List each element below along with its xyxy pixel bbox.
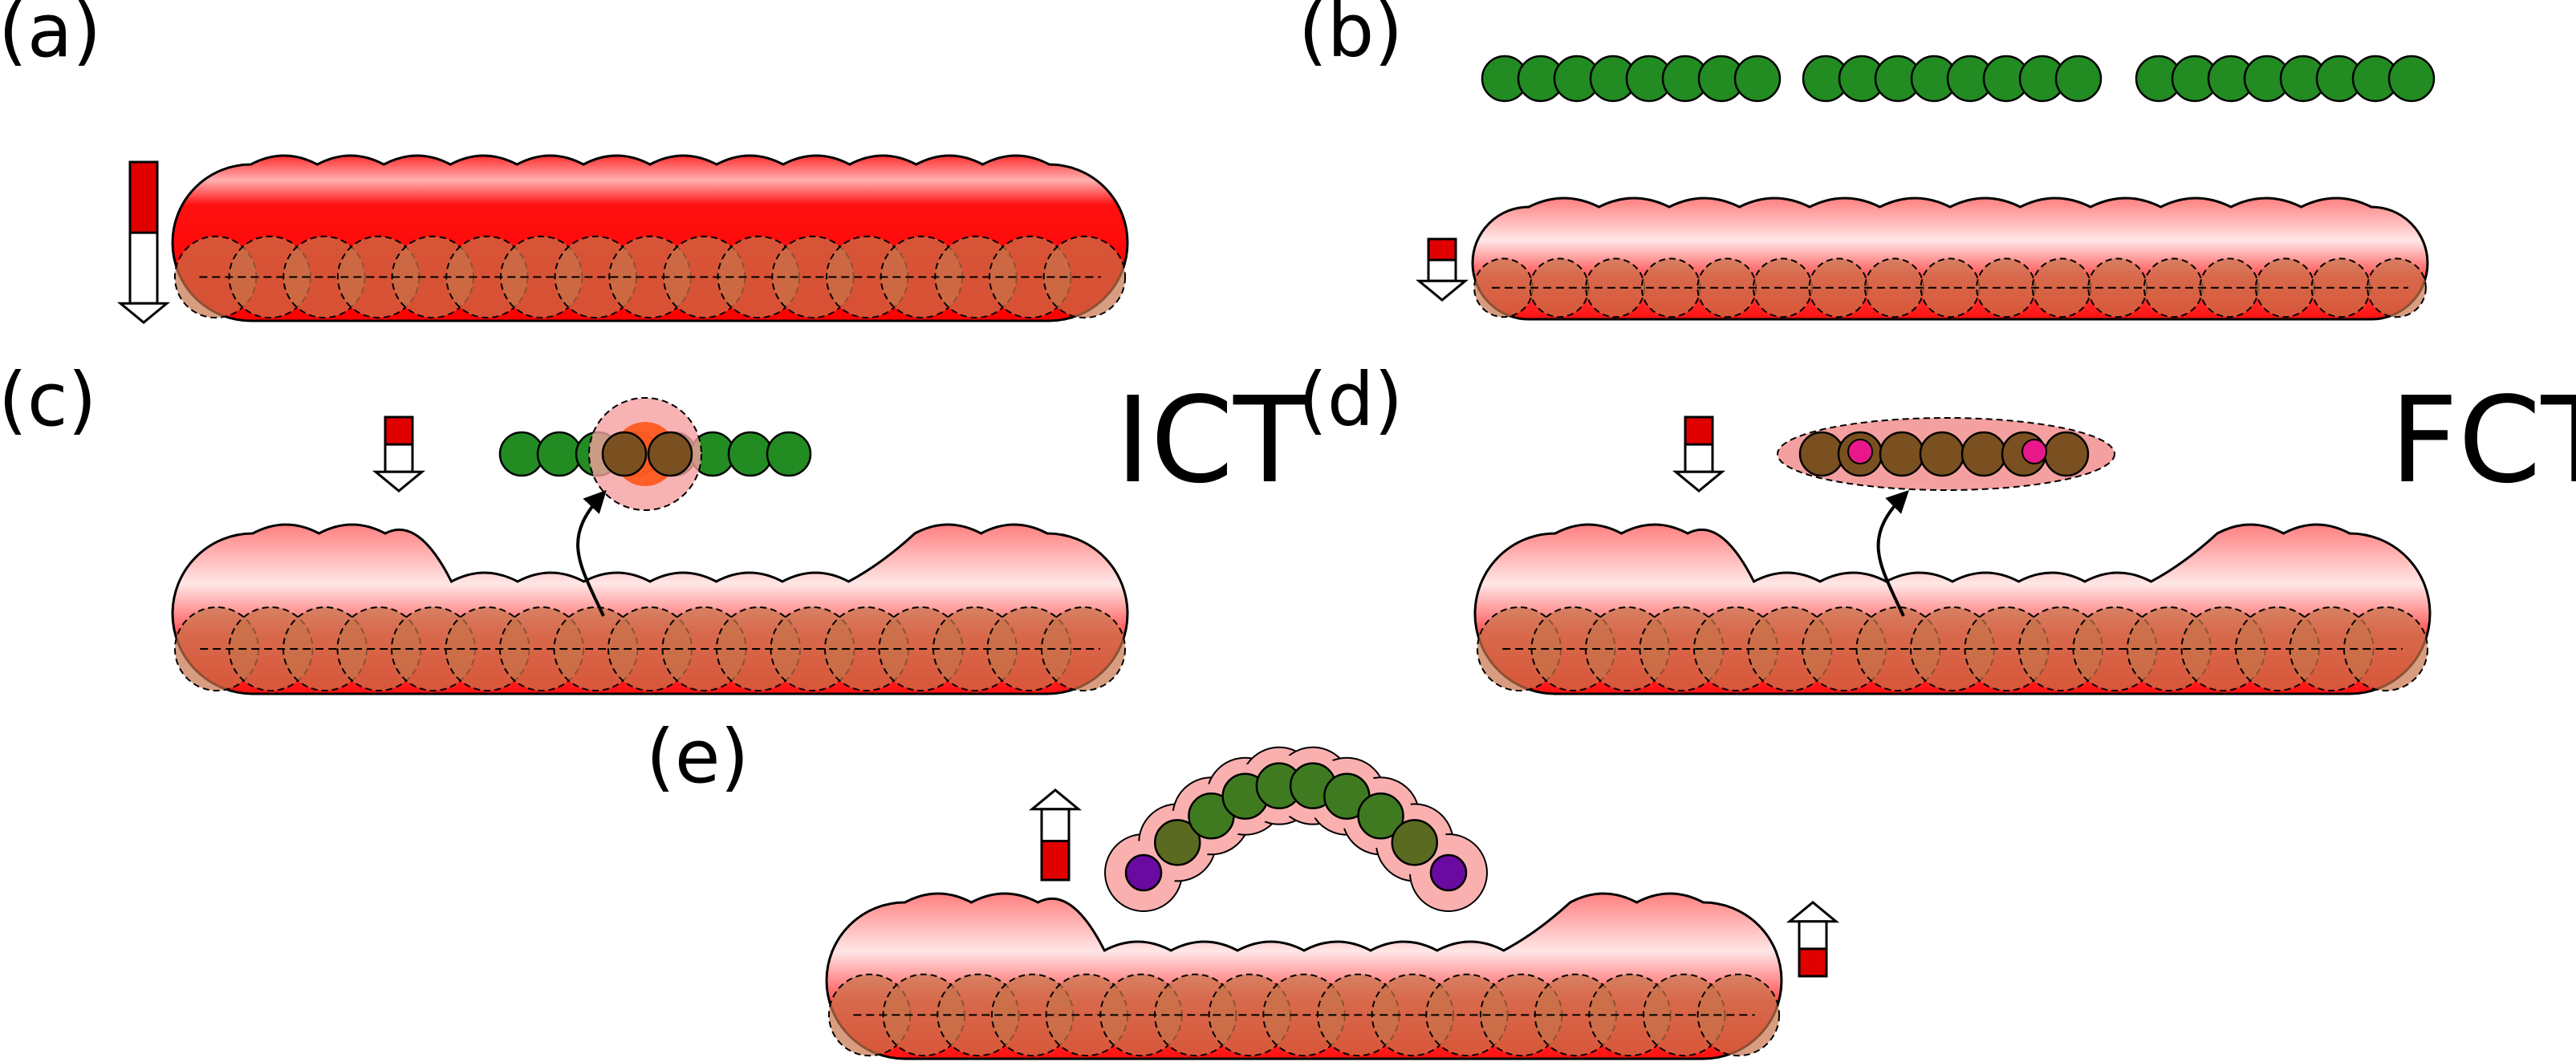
- flow-arrow-e-left-fill: [1040, 839, 1071, 882]
- olive-bead: [1879, 431, 1925, 477]
- panel-label-e: (e): [646, 714, 749, 800]
- charge-site: [1847, 439, 1873, 464]
- panel-c: [171, 397, 1129, 695]
- panel-label-a: (a): [0, 0, 101, 74]
- olive-bead: [2043, 431, 2090, 477]
- flow-arrow-d-fill: [1684, 415, 1714, 446]
- flow-arrow-a-head: [116, 302, 171, 324]
- flow-arrow-c-fill: [384, 415, 414, 446]
- olive-bead: [647, 431, 693, 477]
- transfer-arrow-d: [1876, 490, 1909, 617]
- chain-bead: [1357, 792, 1404, 840]
- green-bead: [2387, 55, 2436, 103]
- orbital-circle: [1696, 973, 1781, 1057]
- panel-e: [825, 746, 1840, 1060]
- flow-arrow-e-left-head: [1028, 788, 1083, 811]
- green-bead: [727, 431, 774, 477]
- panel-label-b: (b): [1298, 0, 1403, 74]
- green-bead: [1733, 55, 1782, 103]
- panel-b: [1415, 55, 2436, 321]
- green-bead: [536, 431, 583, 477]
- green-bead: [766, 431, 812, 477]
- chain-bead: [1391, 819, 1439, 866]
- panel-label-c: (c): [0, 357, 96, 443]
- panel-d: [1473, 415, 2432, 695]
- panel-a: [116, 154, 1129, 324]
- olive-bead: [1960, 431, 2007, 477]
- chain-bead: [1429, 853, 1468, 892]
- olive-bead: [601, 431, 648, 477]
- chain-bead: [1153, 819, 1201, 866]
- fct-label: FCT: [2390, 371, 2576, 509]
- flow-arrow-b-head: [1415, 279, 1469, 302]
- panel-label-d: (d): [1298, 357, 1403, 443]
- olive-bead: [1919, 431, 1965, 477]
- olive-bead: [1798, 431, 1845, 477]
- orbital-circle: [1042, 235, 1127, 319]
- flow-arrow-b-fill: [1427, 237, 1457, 261]
- charge-site: [2021, 439, 2047, 464]
- flow-arrow-c-head: [372, 470, 426, 492]
- flow-arrow-d-head: [1672, 470, 1726, 492]
- flow-arrow-e-right-head: [1786, 901, 1840, 923]
- flow-arrow-e-right-fill: [1798, 947, 1828, 978]
- transfer-arrow-c: [576, 489, 607, 617]
- flow-arrow-a-fill: [128, 160, 159, 234]
- chain-bead: [1124, 853, 1163, 892]
- ict-label: ICT: [1115, 371, 1306, 509]
- green-bead: [2054, 55, 2103, 103]
